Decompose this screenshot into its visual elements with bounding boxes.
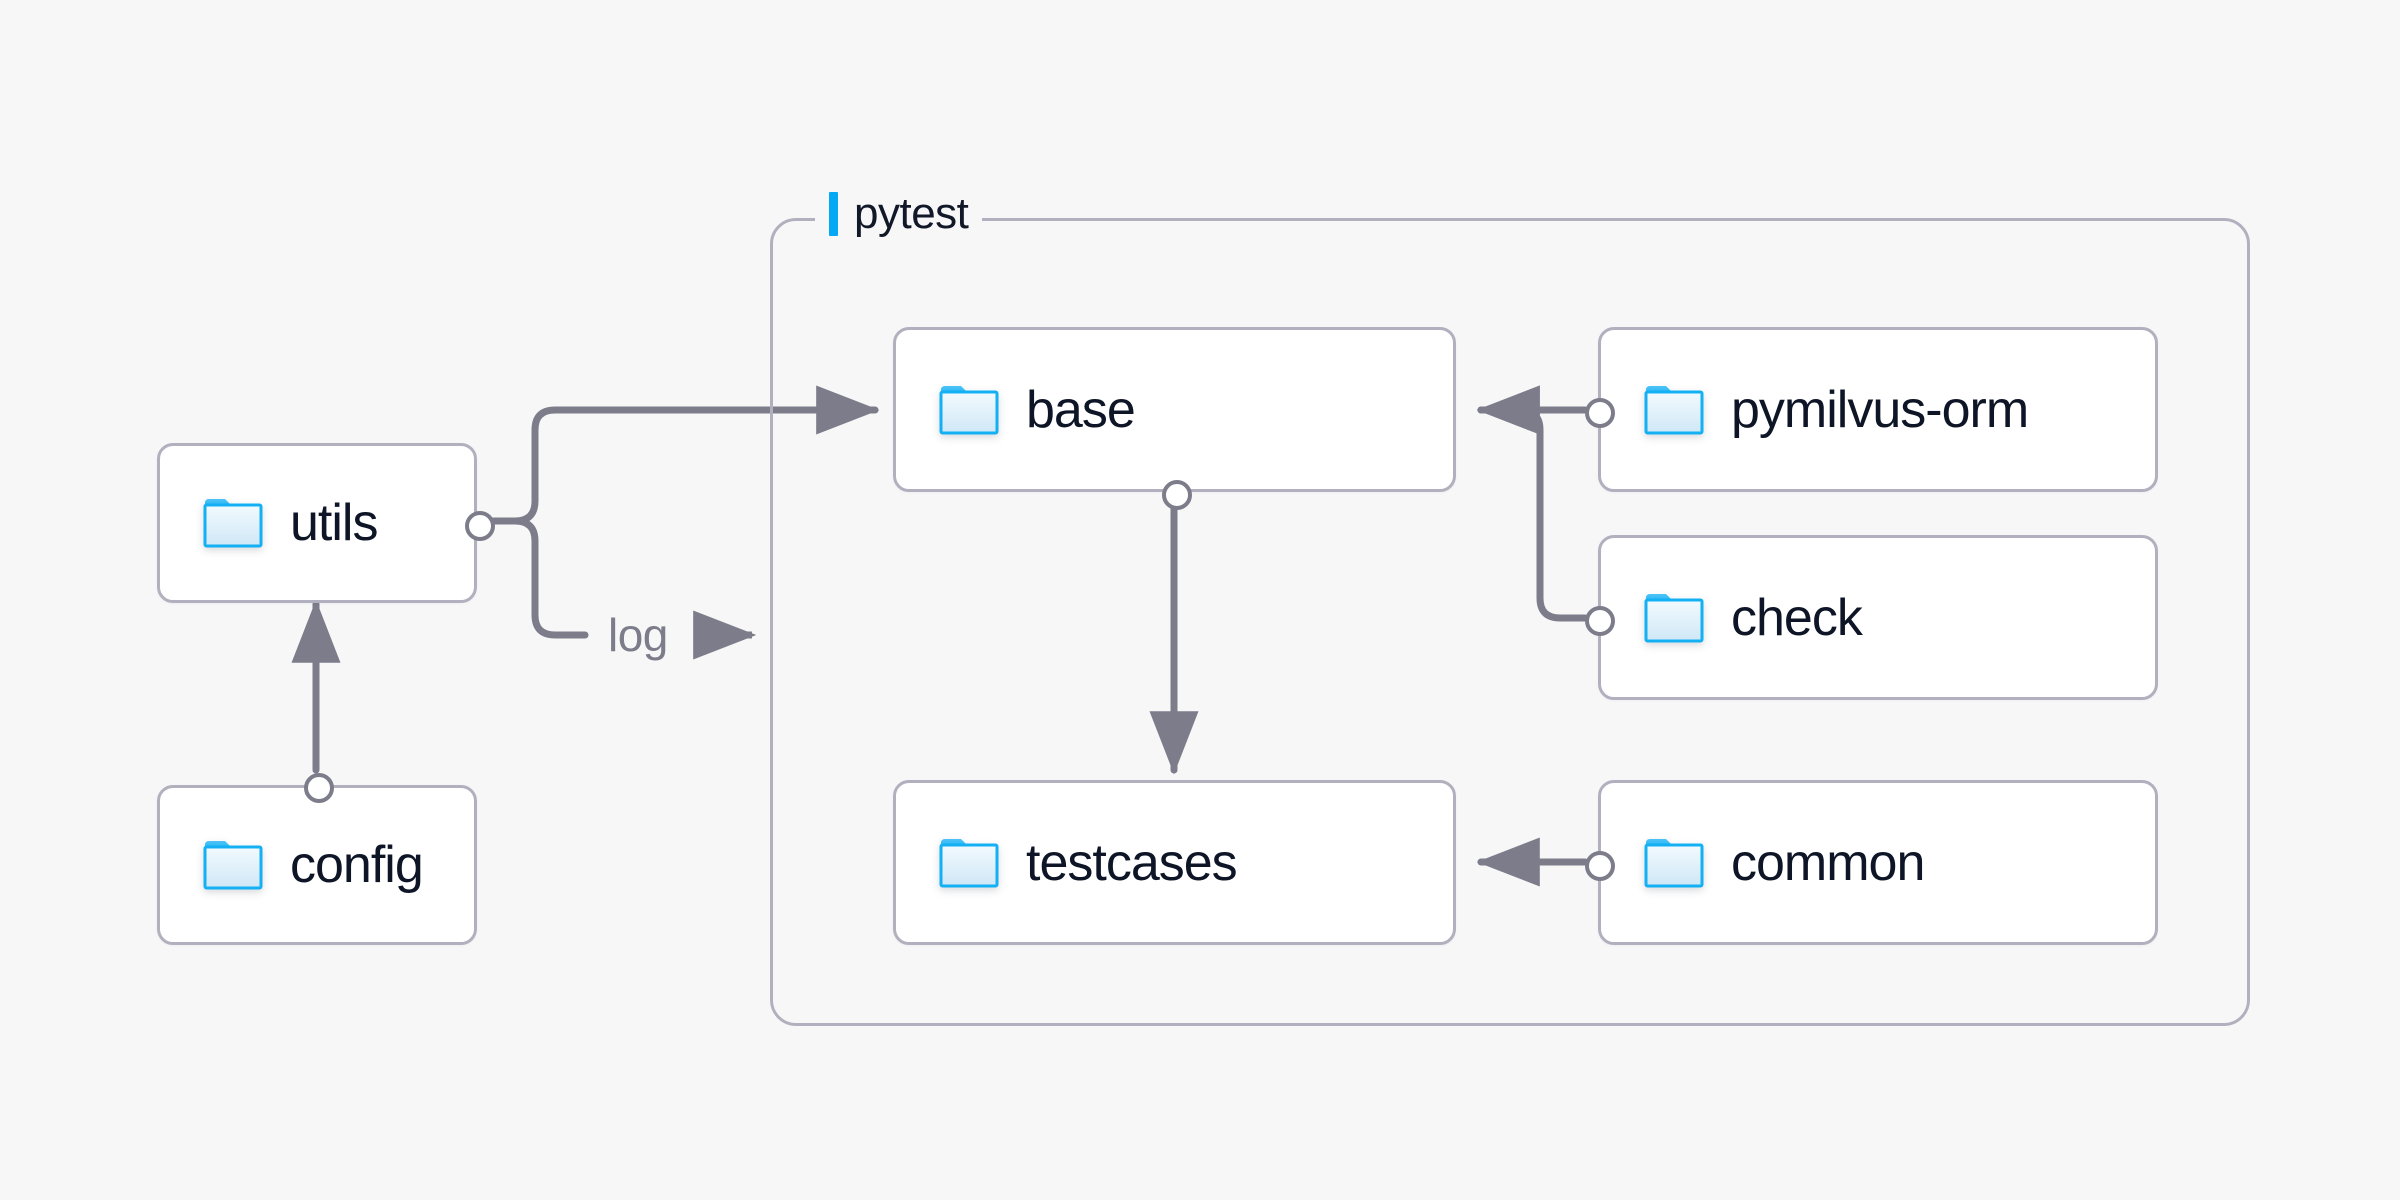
port-config-top[interactable] <box>304 773 334 803</box>
node-check[interactable]: check <box>1585 535 2158 700</box>
node-testcases-content: testcases <box>896 833 1238 892</box>
port-common-left[interactable] <box>1585 851 1615 881</box>
folder-icon <box>1643 384 1705 436</box>
node-pymilvus-orm-content: pymilvus-orm <box>1601 380 2029 439</box>
folder-icon <box>1643 837 1705 889</box>
folder-icon <box>938 837 1000 889</box>
folder-icon <box>202 839 264 891</box>
group-pytest[interactable] <box>770 218 2250 1026</box>
port-base-bottom[interactable] <box>1162 480 1192 510</box>
node-common-label: common <box>1731 833 1925 892</box>
vertical-bar-accent-icon <box>829 192 838 236</box>
node-utils[interactable]: utils <box>157 443 495 603</box>
node-utils-content: utils <box>160 494 378 552</box>
node-pymilvus-orm-label: pymilvus-orm <box>1731 380 2029 439</box>
node-testcases-label: testcases <box>1026 833 1238 892</box>
folder-icon <box>1643 592 1705 644</box>
node-base[interactable]: base <box>893 327 1456 510</box>
node-config-content: config <box>160 836 424 894</box>
node-utils-label: utils <box>290 494 378 552</box>
node-check-content: check <box>1601 588 1863 647</box>
port-check-left[interactable] <box>1585 606 1615 636</box>
edge-label-log: log <box>600 608 676 662</box>
node-common[interactable]: common <box>1585 780 2158 945</box>
node-config-label: config <box>290 836 424 894</box>
node-base-label: base <box>1026 380 1136 439</box>
edge-utils-log <box>483 517 589 639</box>
group-pytest-label-text: pytest <box>854 189 969 238</box>
port-pymilvus-orm-left[interactable] <box>1585 398 1615 428</box>
folder-icon <box>202 497 264 549</box>
node-pymilvus-orm[interactable]: pymilvus-orm <box>1585 327 2158 492</box>
node-base-content: base <box>896 380 1136 439</box>
node-check-label: check <box>1731 588 1863 647</box>
folder-icon <box>938 384 1000 436</box>
node-common-content: common <box>1601 833 1925 892</box>
node-testcases[interactable]: testcases <box>893 780 1456 945</box>
node-config[interactable]: config <box>157 773 477 945</box>
port-utils-right[interactable] <box>465 511 495 541</box>
group-pytest-label: pytest <box>815 185 983 243</box>
